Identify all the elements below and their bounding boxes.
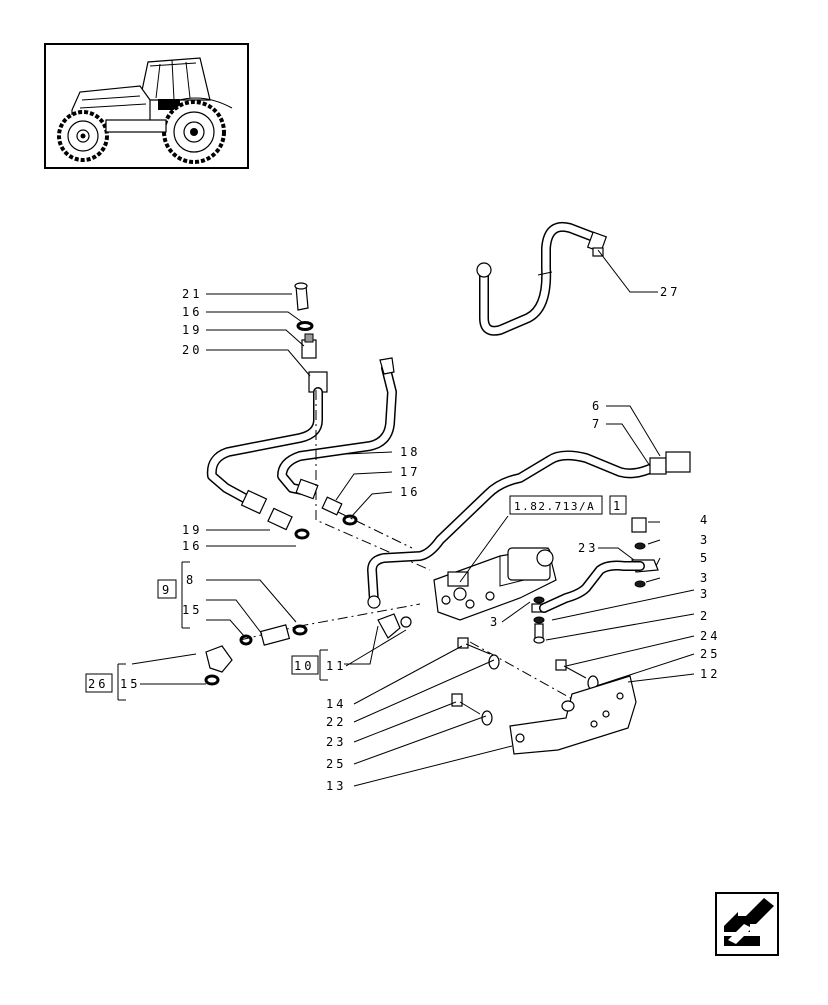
tractor-icon (57, 57, 233, 164)
callout-15: 15 (182, 603, 202, 617)
pipe-18 (277, 357, 397, 500)
bracket-13 (509, 675, 637, 755)
assembly-axis-2 (337, 511, 413, 549)
assembly-axis-1 (315, 390, 431, 571)
tractor-thumbnail (44, 43, 249, 169)
callout-ref: 1.82.713/A (514, 500, 595, 513)
bolt-23 (451, 693, 493, 726)
callout-23: 23 (578, 541, 598, 555)
callout-25: 25 (700, 647, 720, 661)
callout-15: 15 (120, 677, 140, 691)
elbow-11 (377, 613, 412, 639)
callout-16: 16 (400, 485, 420, 499)
callout-4: 4 (700, 513, 710, 527)
callout-1: 1 (613, 499, 623, 513)
callout-14: 14 (326, 697, 346, 711)
callout-19: 19 (182, 523, 202, 537)
pipe-left-curve (206, 387, 323, 515)
callout-26: 26 (88, 677, 108, 691)
fitting-17 (321, 496, 343, 516)
seal-16c (294, 528, 310, 540)
fitting-19b (267, 507, 293, 531)
leader-lines (117, 249, 695, 787)
callout-16: 16 (182, 305, 202, 319)
callout-2: 2 (700, 609, 710, 623)
next-page-arrow-icon (724, 898, 774, 946)
seal-16b (342, 514, 358, 526)
ref-box-main (509, 495, 603, 515)
ref-box-1 (609, 495, 627, 515)
callout-20: 20 (182, 343, 202, 357)
callout-10: 10 (294, 659, 314, 673)
callout-19: 19 (182, 323, 202, 337)
assembly-axis-4 (469, 641, 575, 701)
callout-3: 3 (490, 615, 500, 629)
callout-13: 13 (326, 779, 346, 793)
callout-11: 11 (326, 659, 346, 673)
callout-21: 21 (182, 287, 202, 301)
callout-27: 27 (660, 285, 680, 299)
callouts: 21 16 19 20 27 6 7 18 17 16 19 16 9 8 15… (85, 285, 720, 793)
ref-box-10 (291, 655, 319, 675)
callout-6: 6 (592, 399, 602, 413)
callout-3: 3 (700, 587, 710, 601)
callout-5: 5 (700, 551, 710, 565)
ref-box-9 (157, 579, 177, 599)
callout-18: 18 (400, 445, 420, 459)
valve-block (433, 547, 557, 621)
callout-24: 24 (700, 629, 720, 643)
pipe-27 (476, 222, 608, 336)
callout-8: 8 (186, 573, 196, 587)
pipe-long (367, 450, 691, 609)
bolt-24 (555, 659, 599, 691)
callout-7: 7 (592, 417, 602, 431)
ref-box-26 (85, 673, 113, 693)
upper-fitting-stack (294, 282, 328, 393)
pipe-23 (539, 560, 645, 613)
callout-17: 17 (400, 465, 420, 479)
next-page-button[interactable] (715, 892, 779, 956)
callout-3: 3 (700, 571, 710, 585)
callout-9: 9 (162, 583, 172, 597)
callout-23: 23 (326, 735, 346, 749)
fitting-8-15 (239, 624, 308, 646)
elbow-26 (204, 645, 233, 686)
right-fitting-stack (631, 517, 659, 588)
callout-25: 25 (326, 757, 346, 771)
callout-22: 22 (326, 715, 346, 729)
bolt-14 (457, 637, 500, 670)
callout-12: 12 (700, 667, 720, 681)
callout-16: 16 (182, 539, 202, 553)
callout-3: 3 (700, 533, 710, 547)
